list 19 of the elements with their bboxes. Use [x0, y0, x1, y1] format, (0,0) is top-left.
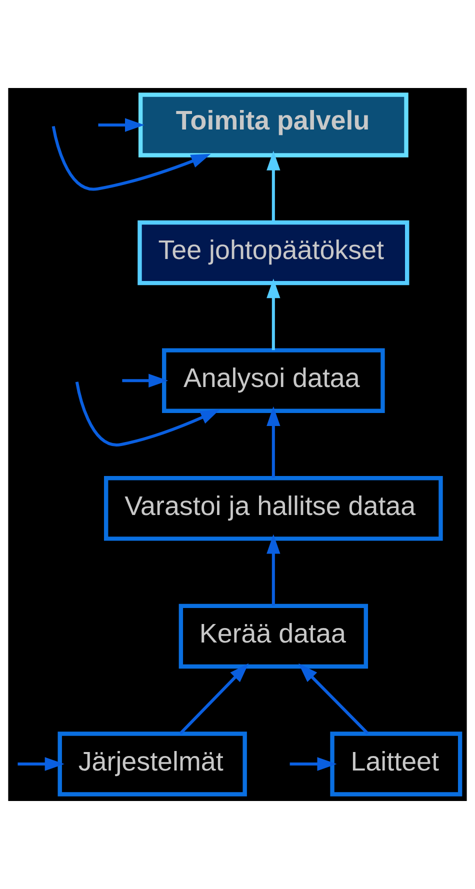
node-box: Toimita palvelu: [138, 92, 408, 158]
node-box: Analysoi dataa: [162, 348, 385, 413]
node-box: Laitteet: [330, 732, 462, 796]
node-box: Kerää dataa: [178, 604, 368, 669]
arrow: [290, 757, 337, 771]
arrow: [266, 406, 280, 478]
arrow: [98, 118, 145, 132]
arrow: [179, 663, 249, 735]
arrow: [75, 382, 220, 446]
arrow: [298, 663, 369, 735]
arrow: [266, 278, 280, 350]
node-box: Varastoi ja hallitse dataa: [104, 476, 443, 541]
arrow: [18, 757, 64, 771]
arrow: [266, 150, 280, 222]
arrow: [52, 126, 211, 190]
arrow: [122, 374, 168, 388]
node-box: Tee johtopäätökset: [138, 220, 410, 286]
arrow: [266, 534, 280, 606]
node-box: Järjestelmät: [58, 732, 247, 796]
